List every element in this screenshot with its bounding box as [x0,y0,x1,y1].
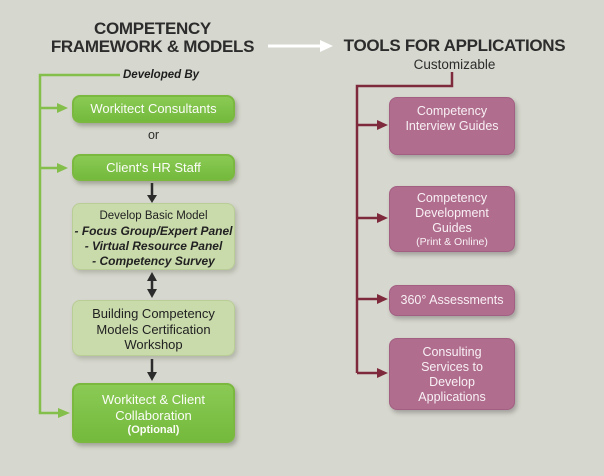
arrow-workshop-to-collab-icon [147,372,157,381]
assessments-label: 360° Assessments [400,293,504,307]
left-title: COMPETENCY FRAMEWORK & MODELS [30,20,275,56]
arrow-to-development-guides-icon [377,213,388,223]
arrow-to-assessments-icon [377,294,388,304]
green-arrowheads [57,103,70,418]
node-develop-basic-model: Develop Basic Model - Focus Group/Expert… [72,203,235,270]
right-subtitle: Customizable [413,57,496,72]
collaboration-label: Workitect & Client Collaboration [101,392,206,423]
node-360-assessments: 360° Assessments [389,285,515,316]
node-workitect-client-collaboration: Workitect & Client Collaboration (Option… [72,383,235,443]
left-title-line1: COMPETENCY [94,19,211,38]
arrow-to-hrstaff-icon [57,163,68,173]
maroon-arrowheads [377,120,388,378]
node-consulting-services: Consulting Services to Develop Applicati… [389,338,515,410]
or-label: or [147,128,160,142]
node-workitect-label: Workitect Consultants [90,101,217,116]
consulting-services-label: Consulting Services to Develop Applicati… [418,345,486,404]
node-hrstaff-label: Client's HR Staff [106,160,201,175]
developed-by-label: Developed By [123,69,200,81]
workshop-label: Building Competency Models Certification… [92,306,215,352]
collaboration-optional-label: (Optional) [127,424,180,436]
development-guides-sub-label: (Print & Online) [416,236,488,248]
node-client-hr-staff: Client's HR Staff [72,154,235,181]
basic-model-item-2: - Virtual Resource Panel [84,239,223,253]
basic-model-item-3: - Competency Survey [92,254,215,268]
arrow-to-consulting-icon [377,368,388,378]
node-competency-interview-guides: Competency Interview Guides [389,97,515,155]
development-guides-label: Competency Development Guides [415,191,489,235]
arrow-basic-workshop-down-icon [147,289,157,298]
arrow-hr-to-basic-icon [147,195,157,203]
arrow-to-workitect-icon [57,103,68,113]
arrow-to-interview-guides-icon [377,120,388,130]
right-title-text: TOOLS FOR APPLICATIONS [343,36,566,55]
arrow-basic-workshop-up-icon [147,272,157,281]
interview-guides-label: Competency Interview Guides [405,104,499,133]
node-workitect-consultants: Workitect Consultants [72,95,235,123]
arrow-to-collaboration-icon [58,408,70,418]
basic-model-item-1: - Focus Group/Expert Panel [74,224,233,238]
basic-model-title: Develop Basic Model [99,210,208,222]
node-certification-workshop: Building Competency Models Certification… [72,300,235,356]
left-title-line2: FRAMEWORK & MODELS [50,37,255,56]
node-competency-development-guides: Competency Development Guides (Print & O… [389,186,515,252]
title-arrow [268,40,333,52]
right-title: TOOLS FOR APPLICATIONS Customizable [332,37,577,73]
